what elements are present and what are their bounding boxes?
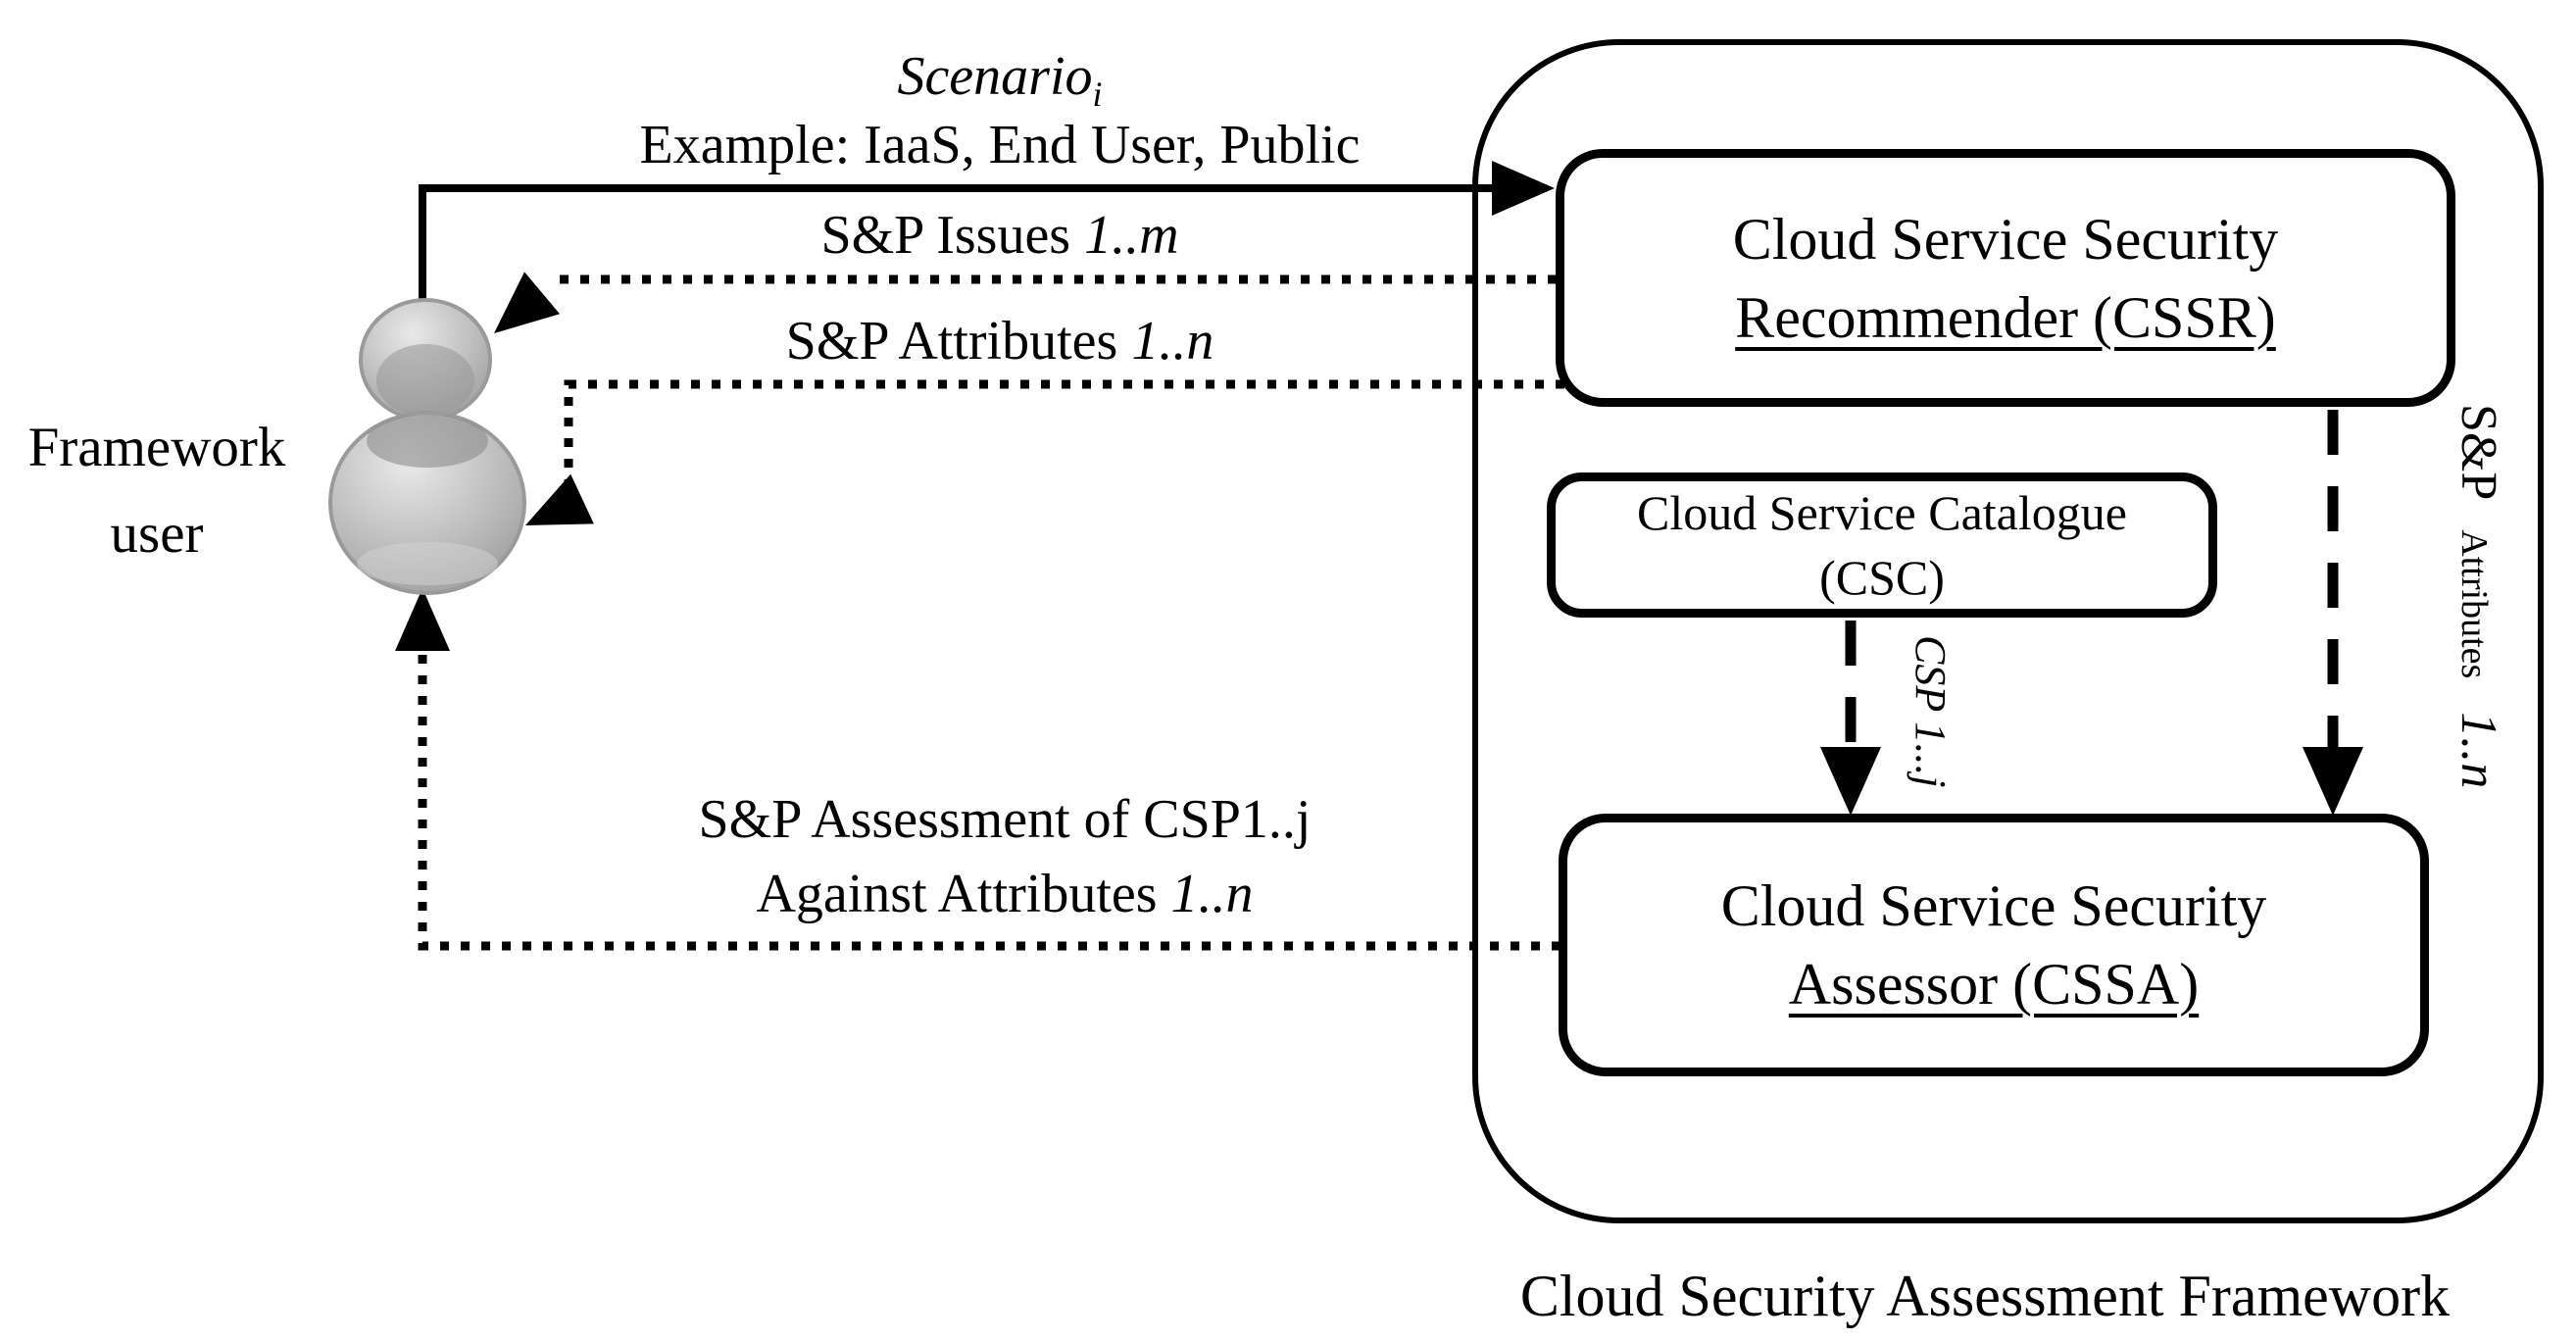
- cssr-title-line2: Recommender (CSSR): [1735, 284, 2276, 350]
- assessment-label: S&P Assessment of CSP1..j Against Attrib…: [588, 782, 1421, 931]
- attr-flow-p3: 1..n: [2451, 712, 2506, 789]
- cssa-title-line2: Assessor (CSSA): [1788, 952, 2200, 1017]
- sp-attributes-text: S&P Attributes: [785, 311, 1132, 372]
- scenario-arrow-line: [419, 184, 1547, 303]
- cssr-node: Cloud Service Security Recommender (CSSR…: [1556, 149, 2455, 407]
- framework-boundary: [1472, 39, 2544, 1223]
- sp-attributes-label: S&P Attributes 1..n: [603, 306, 1397, 376]
- csp-flow-label: CSP 1...j: [1907, 635, 1955, 788]
- csc-title-line2: (CSC): [1819, 550, 1945, 605]
- framework-user-label-line1: Framework: [27, 417, 286, 478]
- assessment-arrowhead: [395, 588, 450, 651]
- attr-flow-p2: Attributes: [2453, 529, 2495, 679]
- attr-flow-label: S&P Attributes 1..n: [2450, 404, 2507, 788]
- framework-caption: Cloud Security Assessment Framework: [1519, 1264, 2451, 1328]
- sp-issues-label: S&P Issues 1..m: [603, 200, 1397, 271]
- assessment-dotted-line: [418, 637, 1560, 951]
- sp-attributes-dotted-line: [564, 379, 1564, 496]
- scenario-label: Scenarioi: [603, 41, 1397, 129]
- cssa-title-line1: Cloud Service Security: [1720, 873, 2267, 938]
- scenario-subscript: i: [1092, 75, 1103, 115]
- attr-flow-p1: S&P: [2451, 404, 2506, 501]
- assessment-line2-range: 1..n: [1170, 864, 1254, 924]
- sp-attributes-range: 1..n: [1131, 311, 1214, 372]
- sp-issues-range: 1..m: [1084, 205, 1179, 266]
- framework-user-icon: [328, 298, 526, 595]
- cssa-node: Cloud Service Security Assessor (CSSA): [1559, 814, 2429, 1076]
- assessment-line2: Against Attributes 1..n: [588, 857, 1421, 931]
- framework-user-label-line2: user: [110, 503, 204, 565]
- example-label: Example: IaaS, End User, Public: [603, 110, 1397, 180]
- scenario-word: Scenario: [897, 46, 1093, 107]
- framework-user-label: Framework user: [5, 405, 309, 577]
- sp-issues-text: S&P Issues: [820, 205, 1085, 266]
- cssr-title-line1: Cloud Service Security: [1732, 206, 2279, 272]
- csc-title-line1: Cloud Service Catalogue: [1637, 485, 2127, 540]
- example-text: Example: IaaS, End User, Public: [639, 115, 1361, 175]
- assessment-line2-text: Against Attributes: [756, 864, 1171, 924]
- csc-node: Cloud Service Catalogue (CSC): [1547, 472, 2217, 618]
- assessment-line1: S&P Assessment of CSP1..j: [698, 789, 1312, 850]
